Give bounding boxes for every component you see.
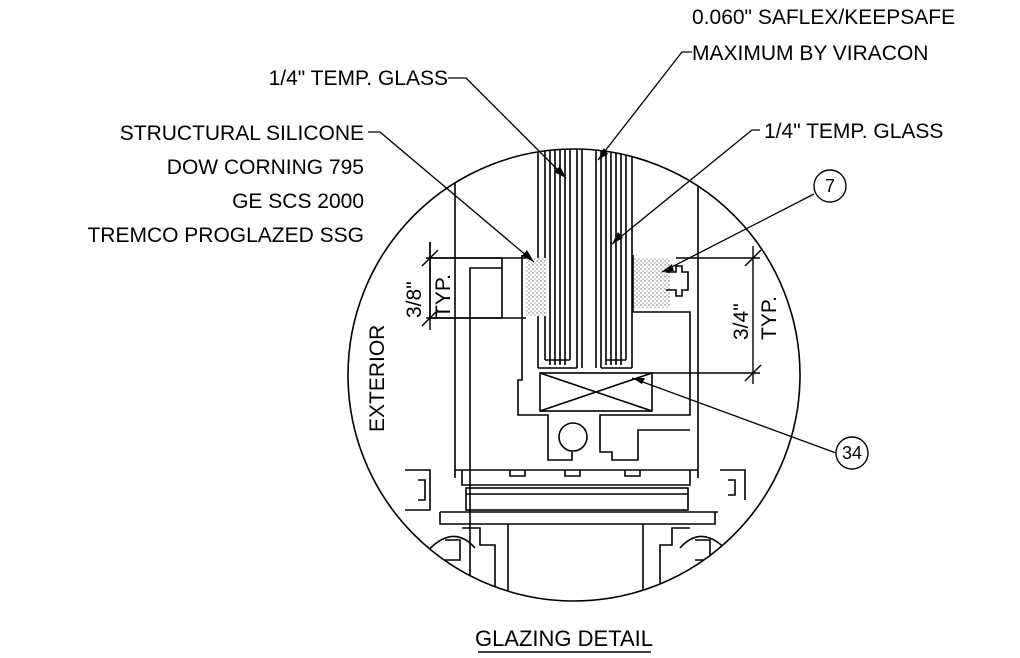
silicone-label-line3: GE SCS 2000	[232, 190, 364, 213]
dim-left-note: TYP.	[432, 274, 455, 318]
silicone-label-line1: STRUCTURAL SILICONE	[120, 122, 364, 145]
callout-bubble-34: 34	[835, 436, 869, 470]
callout-7-number: 7	[825, 176, 835, 196]
dim-left-value: 3/8"	[403, 281, 426, 318]
inner-glass-label: 1/4" TEMP. GLASS	[764, 120, 943, 143]
dimension-left	[421, 242, 526, 330]
detail-boundary-circle	[347, 148, 801, 602]
silicone-label-line2: DOW CORNING 795	[167, 156, 364, 179]
section-detail	[405, 149, 746, 601]
leader-lines	[368, 51, 837, 454]
dim-right-value: 3/4"	[730, 303, 753, 340]
leader-arrowheads	[522, 148, 674, 384]
drawing-title: GLAZING DETAIL	[475, 626, 653, 651]
silicone-label-line4: TREMCO PROGLAZED SSG	[87, 224, 364, 247]
outer-glass-label: 1/4" TEMP. GLASS	[269, 67, 448, 90]
dim-right-note: TYP.	[758, 296, 781, 340]
callout-bubble-7: 7	[813, 169, 847, 203]
exterior-label: EXTERIOR	[366, 325, 389, 432]
interlayer-label-line1: 0.060" SAFLEX/KEEPSAFE	[692, 6, 955, 29]
interlayer-label-line2: MAXIMUM BY VIRACON	[692, 42, 928, 65]
callout-34-number: 34	[842, 443, 862, 463]
